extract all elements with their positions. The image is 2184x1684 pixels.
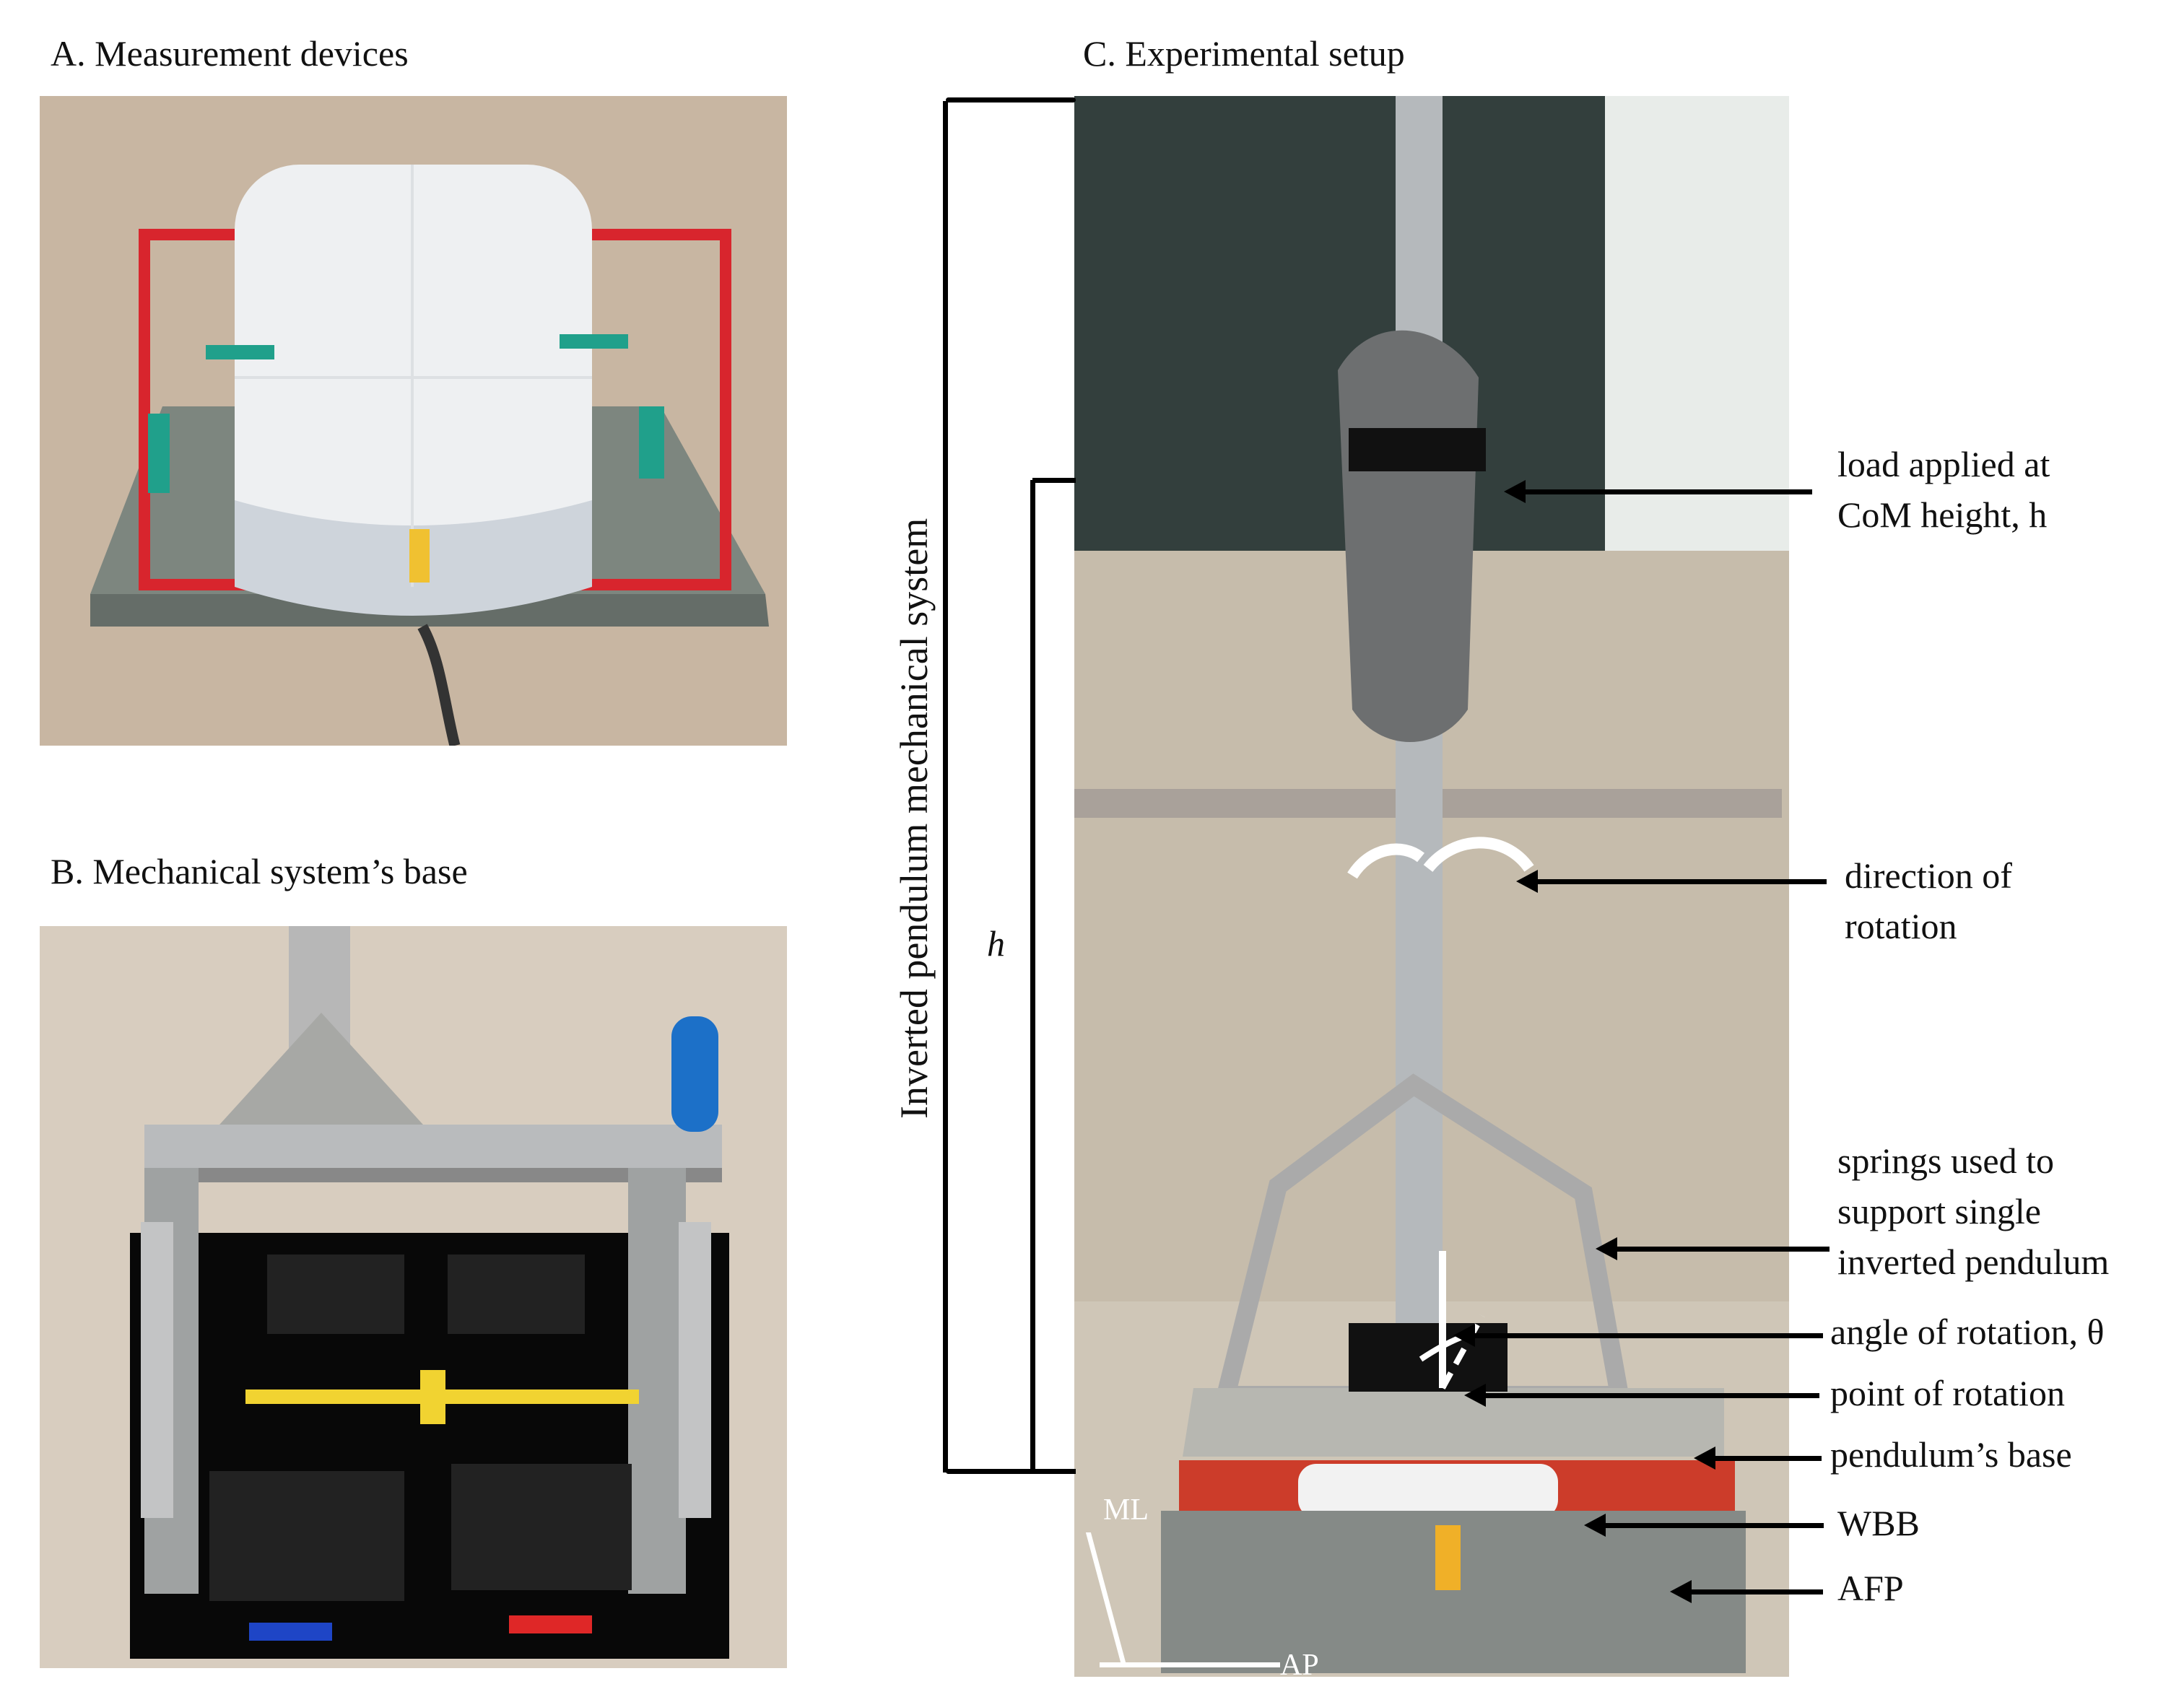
afp-arrow [1670, 1580, 1823, 1603]
measurement-devices-photo [40, 96, 787, 746]
pendulum-base-arrow [1694, 1447, 1822, 1470]
load-label-line2: CoM height, h [1837, 494, 2048, 535]
rotation-point-arrow [1464, 1384, 1819, 1407]
ap-axis-label: AP [1280, 1649, 1319, 1677]
mechanical-base-illustration [40, 926, 787, 1668]
direction-label-line2: rotation [1845, 906, 1957, 946]
point-label: point of rotation [1830, 1373, 2065, 1413]
h-bracket-bottom [1032, 1469, 1076, 1474]
springs-label-line1: springs used to [1837, 1140, 2054, 1181]
ml-axis-label: ML [1103, 1493, 1149, 1527]
caption-a: A. Measurement devices [51, 33, 409, 74]
system-bracket-bottom [946, 1469, 1076, 1474]
caption-c: C. Experimental setup [1083, 33, 1405, 74]
measurement-devices-illustration [40, 96, 787, 746]
springs-arrow [1596, 1237, 1830, 1260]
afp-label: AFP [1837, 1568, 1904, 1608]
system-vertical-label: Inverted pendulum mechanical system [892, 518, 936, 1119]
springs-label-line3: inverted pendulum [1837, 1242, 2110, 1282]
system-bracket-vertical [943, 101, 948, 1473]
load-arrow [1504, 480, 1812, 503]
springs-label-line2: support single [1837, 1191, 2041, 1231]
h-bracket-label: h [987, 923, 1005, 964]
h-bracket-top [1032, 478, 1076, 483]
experimental-setup-photo: ML AP [1074, 96, 1789, 1677]
h-bracket-vertical [1030, 480, 1035, 1473]
mechanical-base-photo [40, 926, 787, 1668]
axis-horizontal [1100, 1662, 1280, 1667]
wbb-label: WBB [1837, 1503, 1920, 1543]
angle-label: angle of rotation, θ [1830, 1312, 2105, 1352]
caption-b: B. Mechanical system’s base [51, 851, 468, 891]
direction-label-line1: direction of [1845, 855, 2012, 896]
rotation-direction-arrow [1516, 870, 1827, 893]
pendulum-base-label: pendulum’s base [1830, 1434, 2072, 1475]
system-bracket-top [946, 97, 1076, 102]
experimental-setup-illustration [1074, 96, 1789, 1677]
wbb-arrow [1584, 1514, 1824, 1537]
angle-arrow [1453, 1324, 1823, 1347]
load-label-line1: load applied at [1837, 444, 2050, 484]
